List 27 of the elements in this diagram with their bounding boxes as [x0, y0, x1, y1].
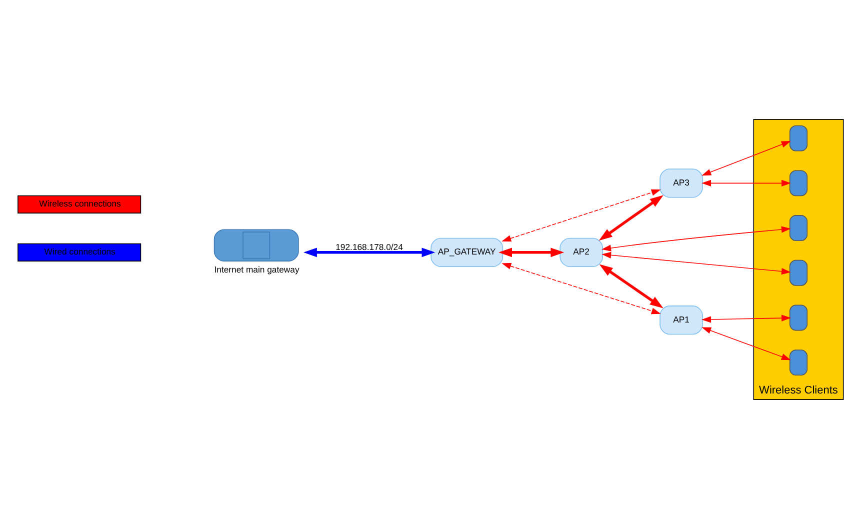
node-box: AP_GATEWAY — [430, 237, 504, 266]
arrow — [502, 188, 661, 242]
node-phone — [789, 124, 808, 151]
arrow — [702, 140, 791, 176]
node-box: AP3 — [660, 168, 703, 198]
arrow — [702, 326, 791, 360]
arrow — [602, 226, 791, 251]
arrow — [702, 314, 791, 322]
node-phone — [789, 349, 808, 376]
edge-label: 192.168.178.0/24 — [336, 241, 403, 252]
arrow — [702, 179, 791, 186]
legend-label: Wireless connections — [39, 198, 121, 208]
node-phone — [789, 214, 808, 240]
cluster: Wireless Clients — [753, 118, 844, 400]
node-label: Internet main gateway — [214, 264, 300, 274]
node-phone — [789, 259, 808, 286]
arrow — [598, 194, 664, 240]
arrow — [602, 251, 791, 274]
node-box: AP1 — [660, 305, 703, 334]
arrow — [304, 247, 436, 257]
node-box: AP2 — [560, 237, 603, 266]
arrow — [502, 262, 661, 314]
node-phone — [789, 170, 808, 196]
arrow — [498, 247, 564, 257]
arrow — [599, 264, 664, 308]
legend-label: Wired connections — [44, 246, 116, 256]
node-phone — [789, 304, 808, 330]
